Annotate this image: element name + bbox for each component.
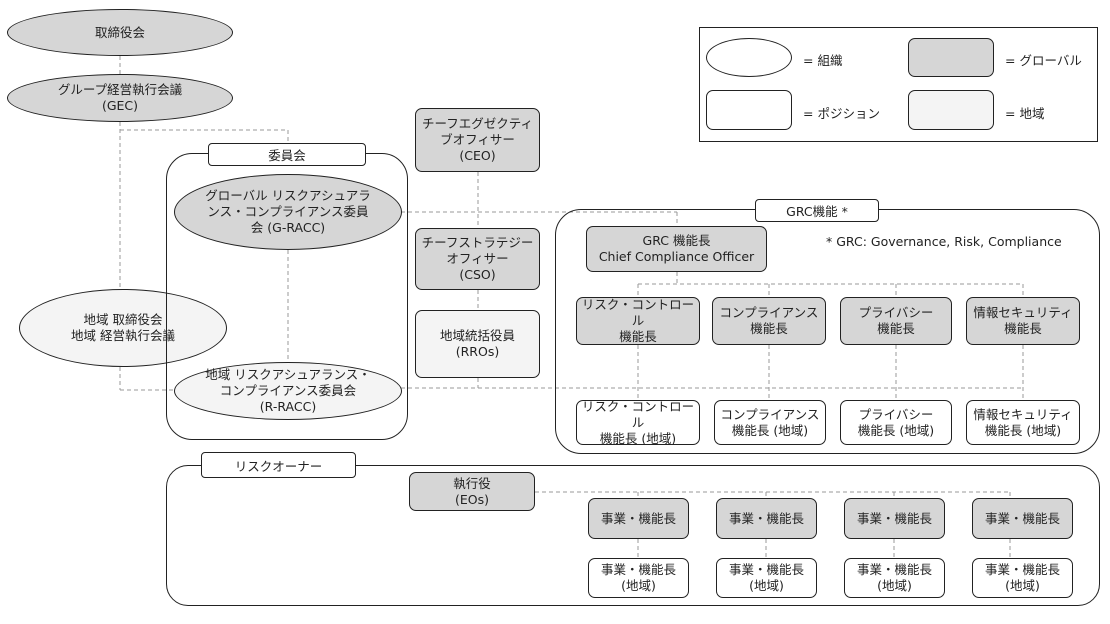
legend-regional-swatch [908,90,994,130]
legend-position-swatch [706,90,792,130]
business-head-regional-3: 事業・機能長 (地域) [844,558,945,598]
legend-global-swatch [908,38,994,77]
grc-function-label: GRC機能 * [755,199,879,222]
legend-position-label: = ポジション [803,106,880,121]
business-head-regional-2: 事業・機能長 (地域) [716,558,817,598]
board-of-directors: 取締役会 [7,9,233,56]
risk-owner-group [166,465,1100,606]
global-risk-compliance-committee: グローバル リスクアシュアラ ンス・コンプライアンス委員 会 (G-RACC) [174,174,402,250]
risk-control-head: リスク・コントロール 機能長 [576,297,700,345]
business-head-4: 事業・機能長 [972,498,1073,539]
compliance-head-regional: コンプライアンス 機能長 (地域) [714,400,826,445]
privacy-head: プライバシー 機能長 [840,297,952,345]
business-head-3: 事業・機能長 [844,498,945,539]
executive-officers: 執行役 (EOs) [409,472,535,511]
group-executive-committee: グループ経営執行会議 (GEC) [7,74,233,122]
business-head-1: 事業・機能長 [588,498,689,539]
privacy-head-regional: プライバシー 機能長 (地域) [840,400,952,445]
business-head-regional-4: 事業・機能長 (地域) [972,558,1073,598]
legend-frame [699,27,1098,142]
business-head-regional-1: 事業・機能長 (地域) [588,558,689,598]
infosec-head-regional: 情報セキュリティ 機能長 (地域) [966,400,1080,445]
cso-box: チーフストラテジー オフィサー (CSO) [415,228,540,290]
legend-regional-label: = 地域 [1005,106,1045,121]
compliance-head: コンプライアンス 機能長 [712,297,826,345]
regional-board: 地域 取締役会 地域 経営執行会議 [19,289,227,367]
legend-global-label: = グローバル [1005,53,1082,68]
ceo-box: チーフエグゼクティ ブオフィサー (CEO) [415,108,540,172]
committee-label: 委員会 [208,143,366,166]
business-head-2: 事業・機能長 [716,498,817,539]
grc-footnote: * GRC: Governance, Risk, Compliance [826,234,1062,249]
regional-risk-compliance-committee: 地域 リスクアシュアランス・ コンプライアンス委員会 (R-RACC) [174,362,402,420]
chief-compliance-officer: GRC 機能長 Chief Compliance Officer [586,226,767,272]
infosec-head: 情報セキュリティ 機能長 [966,297,1080,345]
rro-box: 地域統括役員 (RROs) [415,310,540,378]
legend-organization-label: = 組織 [803,53,843,68]
risk-owner-label: リスクオーナー [201,452,356,478]
legend-organization-swatch [706,38,792,77]
risk-control-head-regional: リスク・コントロール 機能長 (地域) [576,399,700,446]
